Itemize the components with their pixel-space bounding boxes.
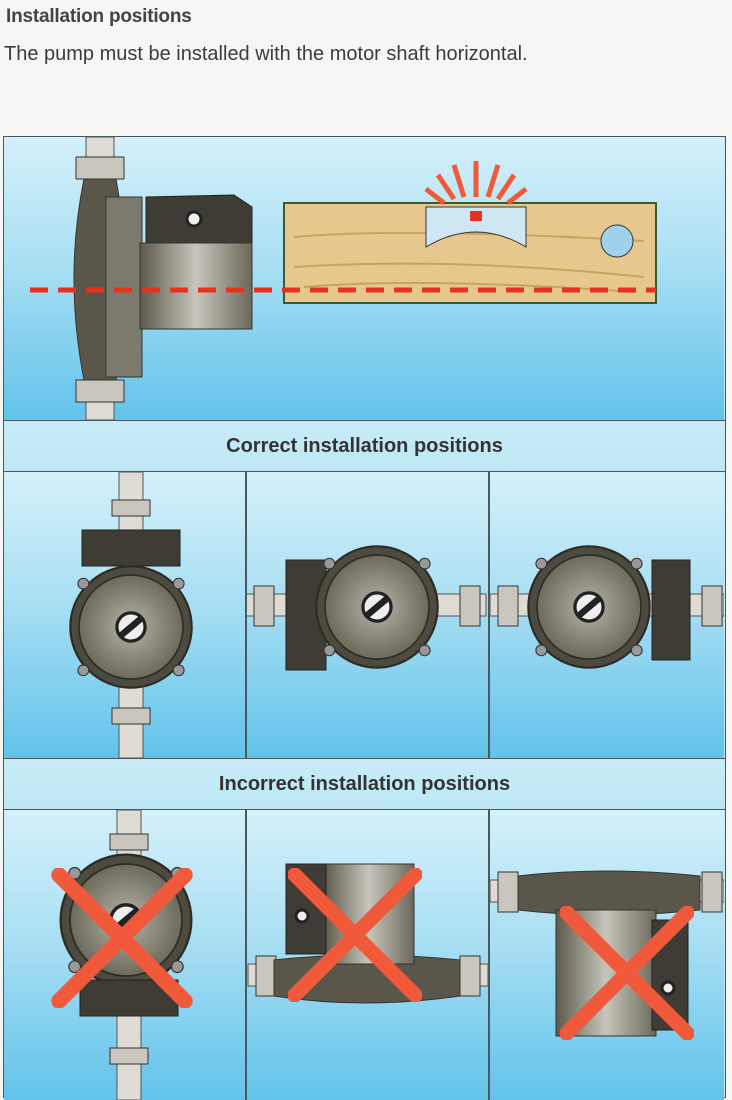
panel-divider (488, 472, 490, 758)
incorrect-caption: Incorrect installation positions (4, 758, 725, 810)
installation-figure: Correct installation positions (3, 136, 726, 1100)
correct-positions-row (4, 472, 724, 758)
page-title: Installation positions (6, 6, 192, 27)
correct-pump-vertical-pipe (68, 472, 194, 758)
correct-caption: Correct installation positions (4, 420, 725, 472)
panel-divider (245, 810, 247, 1100)
pump-side-view (73, 137, 253, 420)
spirit-level (283, 161, 657, 304)
incorrect-pump-motor-down (489, 870, 724, 1036)
incorrect-positions-row (4, 810, 724, 1100)
panel-divider (488, 810, 490, 1100)
horizontal-shaft-illustration (4, 137, 724, 420)
incorrect-pump-motor-up (247, 863, 489, 1004)
intro-text: The pump must be installed with the moto… (4, 43, 528, 65)
incorrect-pump-shaft-vertical-up (59, 810, 191, 1100)
correct-pump-horizontal-right (489, 544, 724, 670)
panel-divider (245, 472, 247, 758)
correct-pump-horizontal-left (245, 544, 487, 671)
